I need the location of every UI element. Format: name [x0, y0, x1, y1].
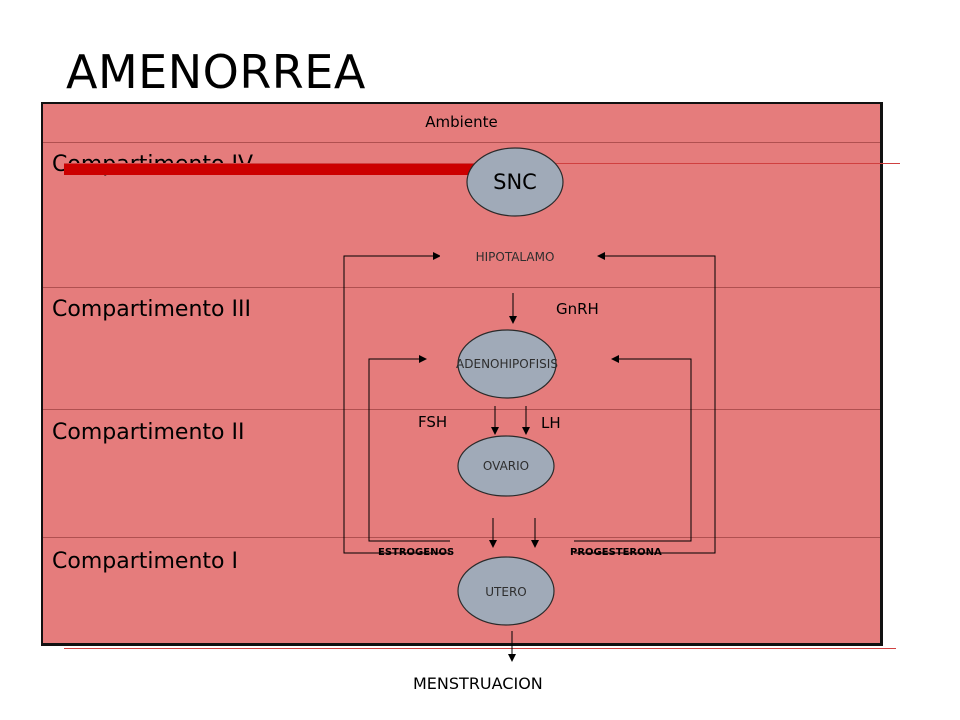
snc-node	[466, 147, 564, 217]
compartment-i-label: Compartimento I	[52, 549, 238, 574]
gnrh-label: GnRH	[556, 300, 599, 318]
menstruacion-label: MENSTRUACION	[413, 674, 543, 693]
adenohipofisis-node	[457, 329, 557, 399]
snc-label: SNC	[493, 170, 537, 194]
estrogenos-feedback-hipotalamo-arrow	[343, 252, 450, 554]
slide-title: AMENORREA	[66, 45, 366, 99]
estrogenos-feedback-adenohipofisis-arrow	[368, 355, 450, 542]
accent-thin-line-bottom	[64, 648, 896, 649]
divider-iii-ii	[43, 409, 880, 410]
fsh-label: FSH	[418, 413, 448, 431]
divider-environment	[43, 142, 880, 143]
divider-ii-i	[43, 537, 880, 538]
compartment-iii-label: Compartimento III	[52, 297, 251, 322]
progesterona-feedback-arrow	[574, 252, 716, 554]
adenohipofisis-label: ADENOHIPOFISIS	[456, 357, 558, 371]
utero-node	[457, 556, 555, 626]
progesterona-label: PROGESTERONA	[570, 547, 662, 558]
estrogenos-label: ESTROGENOS	[378, 547, 455, 558]
hipotalamo-label: HIPOTALAMO	[440, 250, 590, 264]
compartment-ii-label: Compartimento II	[52, 420, 245, 445]
ovario-node	[457, 435, 555, 497]
environment-label: Ambiente	[425, 113, 498, 131]
accent-red-bar	[64, 164, 494, 175]
lh-label: LH	[541, 414, 561, 432]
progesterona-feedback-adenohipofisis-arrow	[574, 355, 692, 542]
ovario-label: OVARIO	[482, 459, 530, 473]
divider-iv-iii	[43, 287, 880, 288]
utero-label: UTERO	[485, 585, 527, 599]
